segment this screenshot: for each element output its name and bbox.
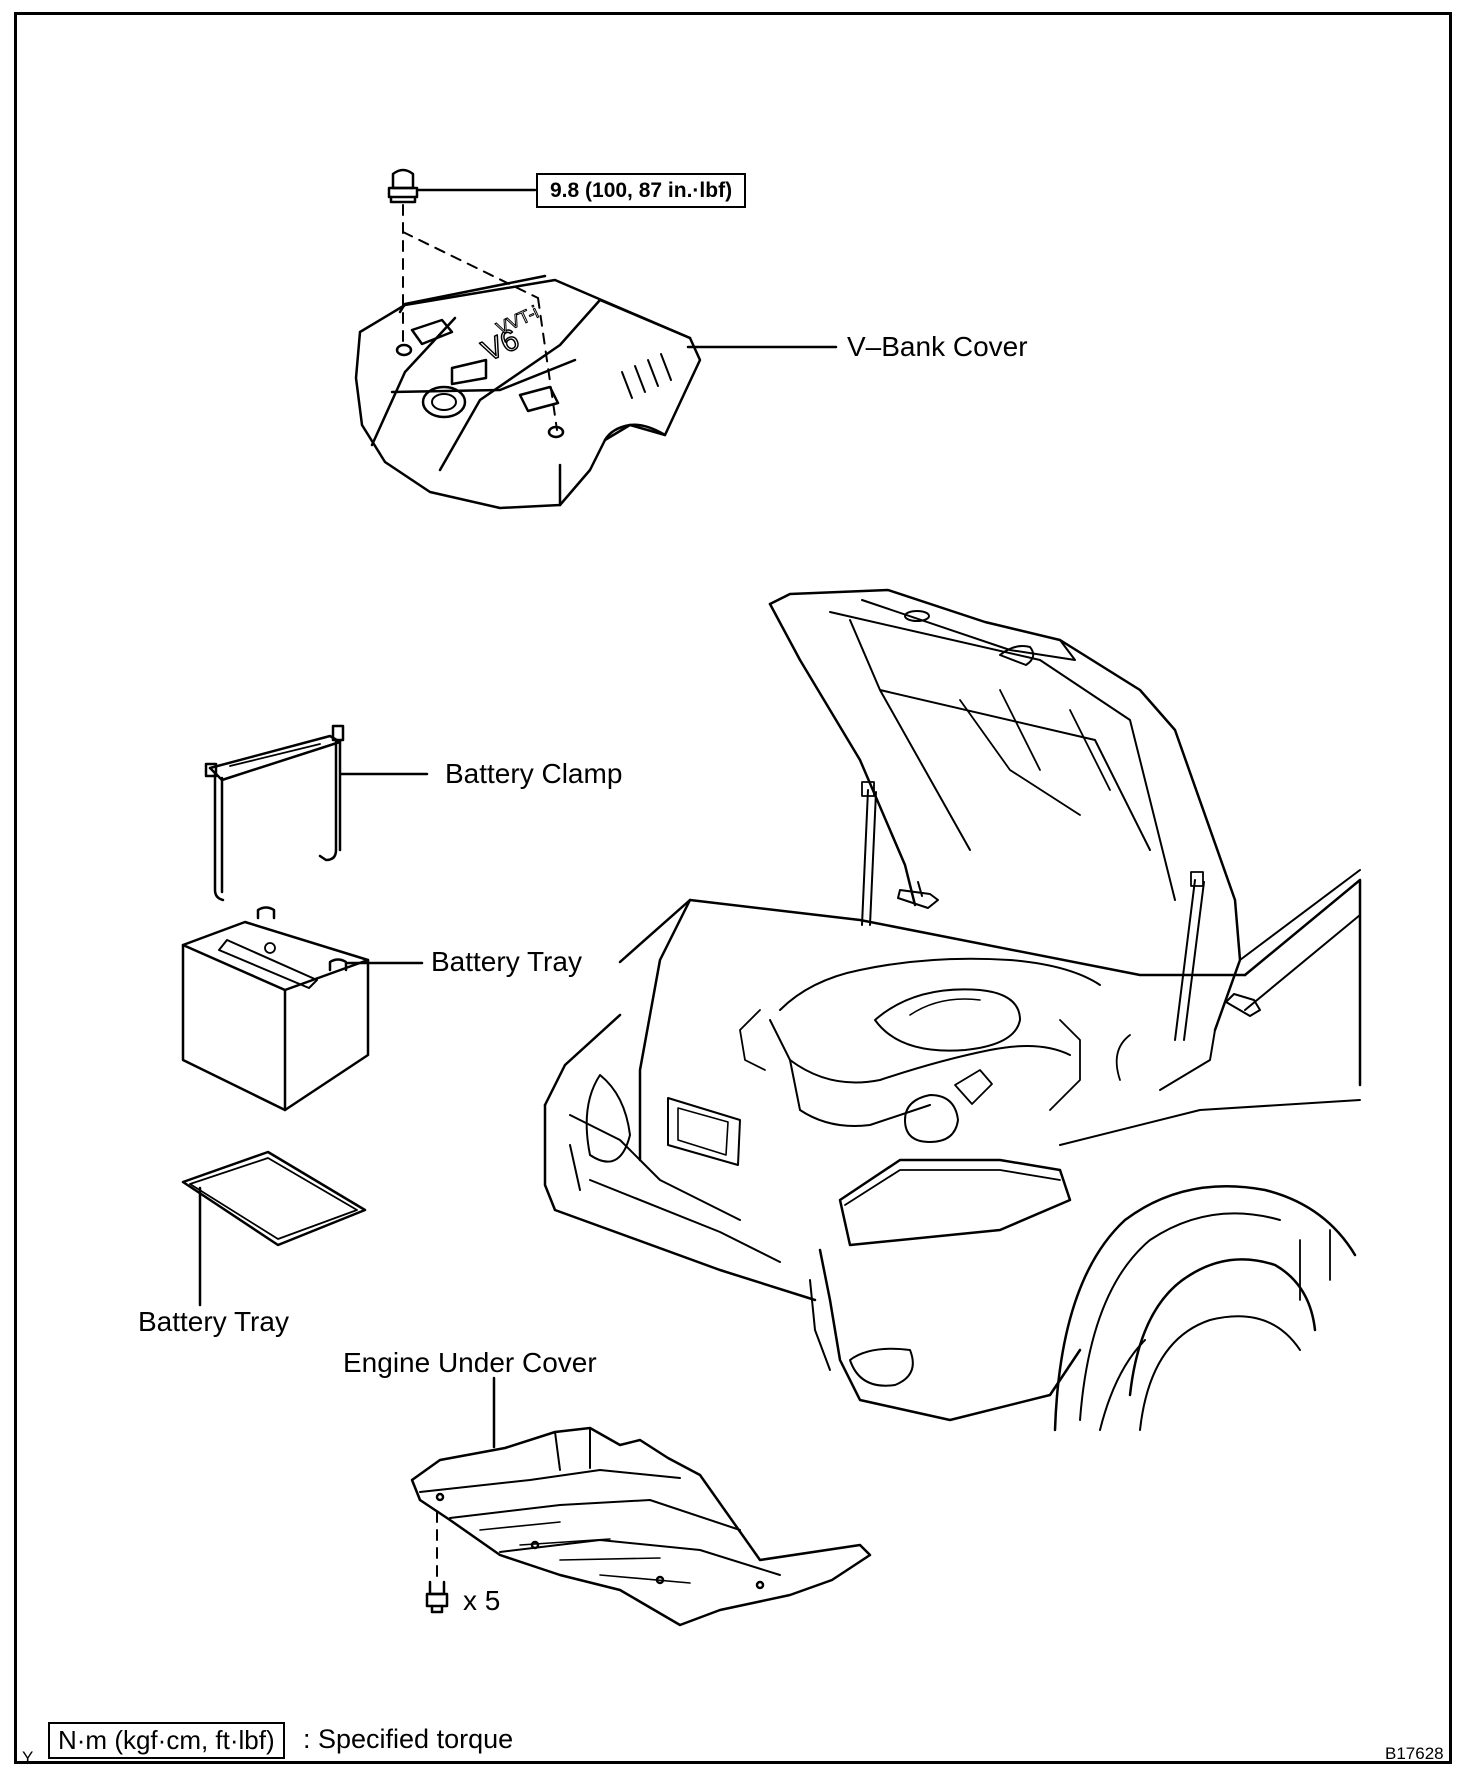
figure-id: B17628 [1385, 1744, 1444, 1763]
under-cover-bolt [425, 1580, 449, 1614]
figure-frame [14, 12, 1452, 1764]
battery-clamp [204, 724, 345, 902]
engine-under-cover [410, 1426, 872, 1627]
battery-clamp-label: Battery Clamp [445, 758, 623, 789]
v-bank-cover-label: V–Bank Cover [847, 331, 1028, 362]
vehicle [543, 588, 1362, 1432]
legend-description: : Specified torque [303, 1724, 514, 1754]
cover-nut [387, 168, 419, 204]
legend-unit-box: N·m (kgf·cm, ft·lbf) [48, 1722, 285, 1759]
battery-tray [181, 1150, 367, 1247]
legend-marker: Y [22, 1748, 34, 1767]
v-bank-cover: V6 VVT-i [354, 274, 702, 510]
bolt-count-label: x 5 [463, 1585, 501, 1616]
emblem-vvti: VVT-i [493, 302, 541, 339]
battery-label: Battery Tray [431, 946, 582, 977]
engine-under-cover-label: Engine Under Cover [343, 1347, 597, 1378]
battery [181, 906, 370, 1112]
battery-tray-label: Battery Tray [138, 1306, 289, 1337]
torque-spec-box: 9.8 (100, 87 in.·lbf) [536, 173, 747, 209]
